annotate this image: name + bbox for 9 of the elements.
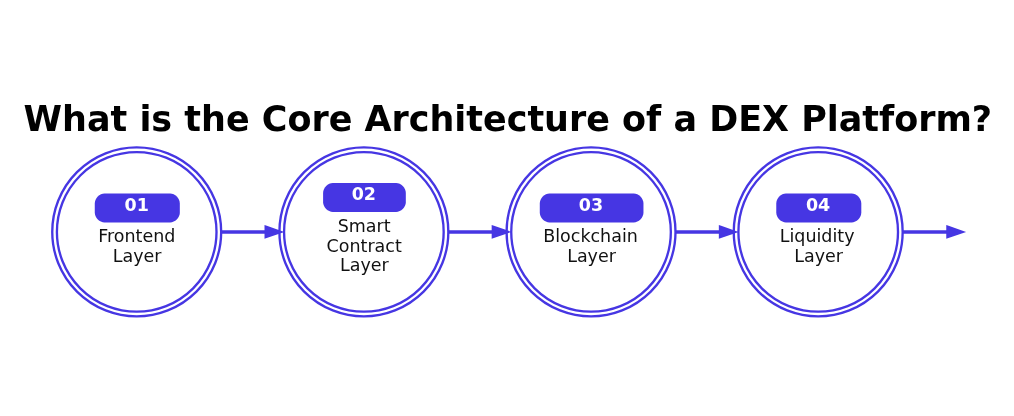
node-circle: 03 Blockchain Layer [505, 146, 677, 318]
node-circle: 02 Smart Contract Layer [278, 146, 450, 318]
arrow [675, 224, 739, 239]
diagram-title: What is the Core Architecture of a DEX Platform? [23, 99, 993, 140]
arrow [221, 224, 285, 239]
arrow [448, 224, 512, 239]
node-circle: 04 Liquidity Layer [732, 146, 904, 318]
arrow [902, 224, 967, 239]
node-circle: 01 Frontend Layer [51, 146, 223, 318]
